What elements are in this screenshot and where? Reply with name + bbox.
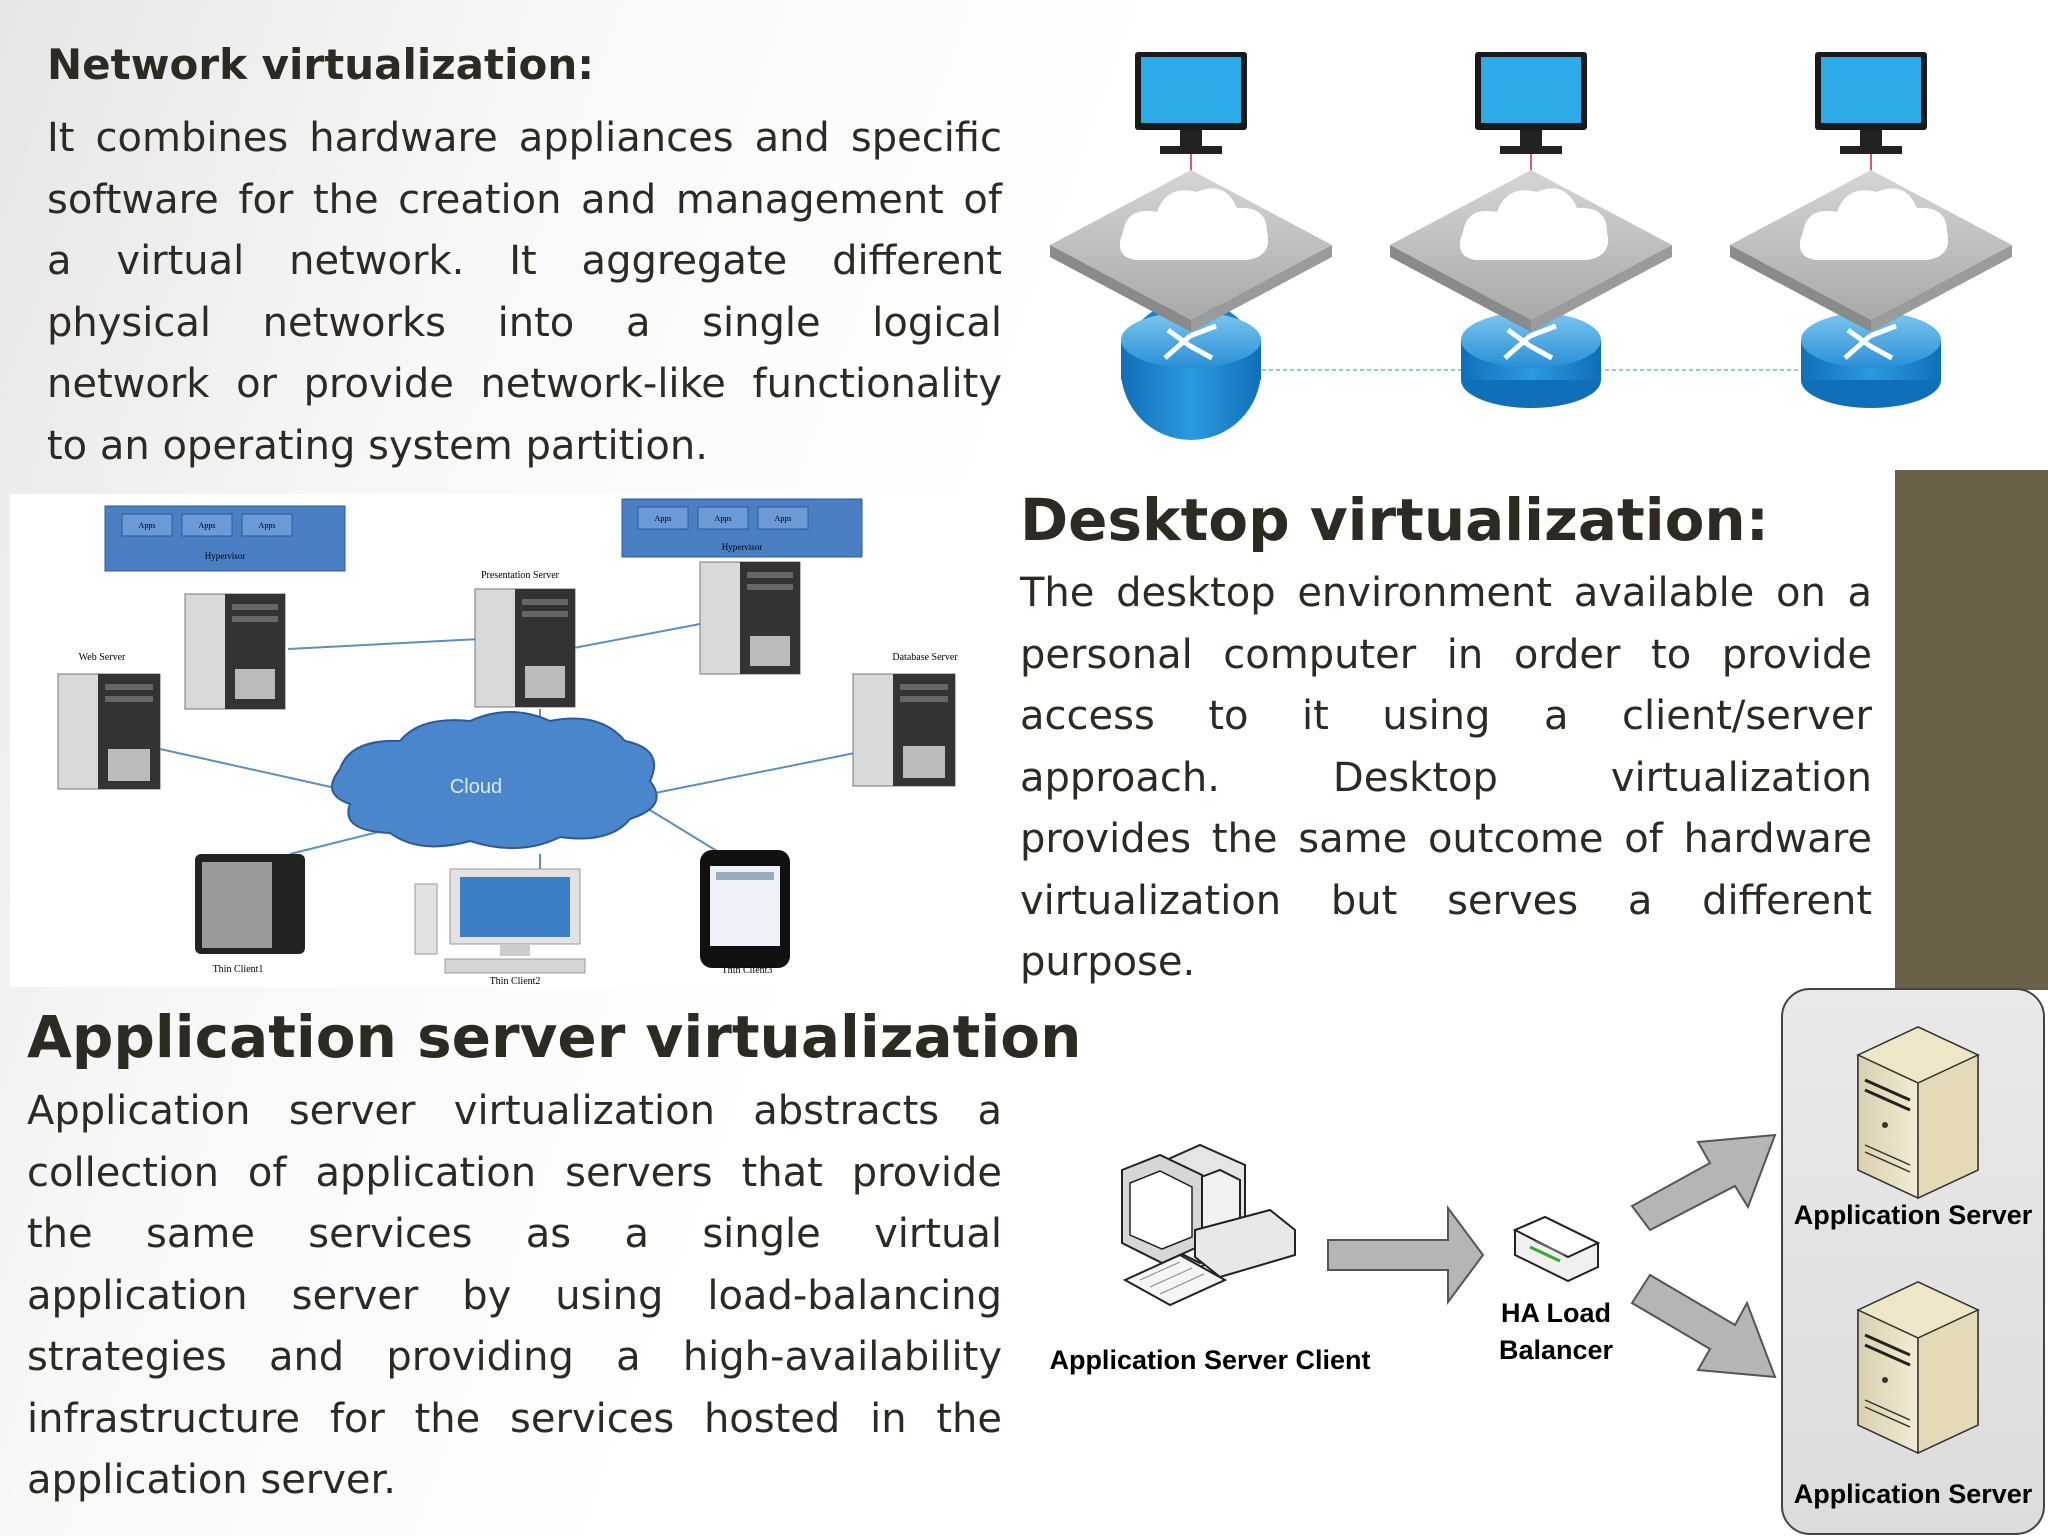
network-line: physical networks into a single logical — [47, 299, 1002, 346]
hypervisor-right: Apps Apps Apps Hypervisor — [621, 498, 863, 558]
lb-label-1: HA Load — [1501, 1298, 1611, 1328]
network-node-3 — [1730, 52, 2012, 408]
hypervisor-left: Apps Apps Apps Hypervisor — [104, 505, 346, 572]
load-balancer-icon — [1512, 1215, 1601, 1283]
apps-label: Apps — [775, 514, 792, 523]
desktop-diagram: Apps Apps Apps Hypervisor Apps Apps Apps… — [10, 494, 985, 987]
network-virtualization-diagram — [1050, 52, 2012, 440]
appserver-line: collection of application servers that p… — [27, 1149, 1002, 1196]
desktop-title: Desktop virtualization: — [1020, 486, 1769, 554]
server1-label: Application Server — [1794, 1200, 2033, 1230]
accent-bar — [1895, 470, 2048, 990]
hypervisor-label: Hypervisor — [205, 551, 246, 561]
network-line: It combines hardware appliances and spec… — [47, 115, 1002, 161]
appserver-line: application server. — [27, 1457, 397, 1503]
server-tower-database — [852, 673, 956, 787]
network-line: to an operating system partition. — [47, 422, 708, 469]
appserver-line: the same services as a single virtual — [27, 1211, 1002, 1257]
appserver-line: application server by using load-balanci… — [27, 1272, 1002, 1319]
network-line: network or provide network-like function… — [47, 361, 1002, 407]
appserver-line: Application server virtualization abstra… — [27, 1088, 1002, 1134]
application-server-1 — [1856, 1026, 1980, 1200]
desktop-line: The desktop environment available on a — [1020, 570, 1872, 616]
network-node-2 — [1390, 52, 1672, 408]
appserver-line: strategies and providing a high-availabi… — [27, 1334, 1002, 1380]
network-node-1 — [1050, 52, 1332, 440]
apps-label: Apps — [715, 514, 732, 523]
desktop-line: approach. Desktop virtualization — [1020, 754, 1872, 801]
server-tower-3 — [699, 561, 801, 675]
appserver-line: infrastructure for the services hosted i… — [27, 1395, 1002, 1442]
thin-client-3 — [700, 850, 790, 968]
desktop-line: virtualization but serves a different — [1020, 877, 1872, 924]
database-server-label: Database Server — [892, 652, 958, 663]
apps-label: Apps — [139, 521, 156, 530]
appserver-paragraph: Application server virtualization abstra… — [27, 1081, 1002, 1512]
network-paragraph: It combines hardware appliances and spec… — [47, 108, 1002, 477]
web-server-label: Web Server — [79, 652, 126, 663]
network-line: software for the creation and management… — [47, 176, 1002, 223]
apps-label: Apps — [259, 521, 276, 530]
network-title: Network virtualization: — [47, 40, 595, 89]
presentation-server-label: Presentation Server — [481, 570, 560, 581]
hypervisor-label: Hypervisor — [722, 542, 763, 552]
server2-label: Application Server — [1794, 1479, 2033, 1509]
client-computer-icon — [1121, 1143, 1296, 1307]
desktop-line: purpose. — [1020, 939, 1196, 985]
client-label: Application Server Client — [1049, 1345, 1370, 1375]
cloud-shape — [331, 711, 658, 850]
desktop-line: provides the same outcome of hardware — [1020, 816, 1872, 862]
thin-client-1 — [195, 854, 305, 954]
appserver-diagram: Application Server Application Server Ap… — [1049, 988, 2045, 1535]
server-tower-1 — [184, 593, 286, 710]
arrow-to-server-1 — [1630, 1133, 1777, 1232]
arrow-to-loadbalancer — [1327, 1204, 1485, 1306]
lb-label-2: Balancer — [1499, 1335, 1614, 1365]
cloud-label: Cloud — [450, 776, 502, 798]
thin-client2-label: Thin Client2 — [490, 976, 541, 987]
arrow-to-server-2 — [1630, 1273, 1777, 1379]
thin-client-2 — [414, 868, 586, 974]
server-tower-web — [57, 673, 161, 790]
application-server-2 — [1856, 1281, 1980, 1455]
desktop-line: access to it using a client/server — [1020, 693, 1872, 739]
apps-label: Apps — [655, 514, 672, 523]
desktop-line: personal computer in order to provide — [1020, 631, 1872, 678]
network-line: a virtual network. It aggregate differen… — [47, 238, 1002, 284]
appserver-title: Application server virtualization — [27, 1003, 1082, 1071]
thin-client1-label: Thin Client1 — [213, 964, 264, 975]
server-tower-presentation — [474, 588, 576, 708]
apps-label: Apps — [199, 521, 216, 530]
thin-client3-label: Thin Client3 — [722, 965, 773, 976]
desktop-paragraph: The desktop environment available on a p… — [1020, 563, 1872, 994]
